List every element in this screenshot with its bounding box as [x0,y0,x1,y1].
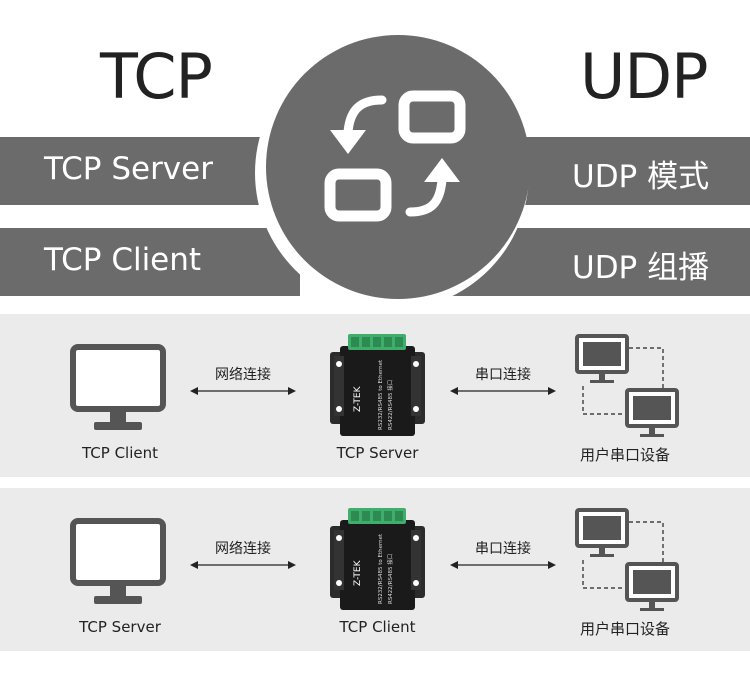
udp-title: UDP [580,40,709,113]
device-mode-label: TCP Server [336,444,419,462]
hero-section: TCP UDP TCP Server TCP Client UDP 模式 UDP… [0,0,750,310]
serial-connection: 串口连接 [448,364,558,396]
topology-panel-1: 网络连接 Z-TEK RS232/RS485 to Ethernet RS422… [0,314,750,477]
left-endpoint-label: TCP Client [82,444,158,462]
device-brand-text: Z-TEK [353,385,363,412]
tcp-client-band: TCP Client [0,228,300,296]
device-text-line2: RS422/RS485 接口 [386,380,394,430]
network-connection: 网络连接 [188,364,298,396]
device-mode-label: TCP Client [339,618,416,636]
device-text-line1: RS232/RS485 to Ethernet [378,533,384,604]
serial-devices-icon [575,508,679,611]
right-endpoint-label: 用户串口设备 [579,620,670,638]
serial-server-device-icon: Z-TEK RS232/RS485 to Ethernet RS422/RS48… [330,508,425,610]
swap-arrows-icon [324,90,466,222]
device-text-line1: RS232/RS485 to Ethernet [378,359,384,430]
device-text-line2: RS422/RS485 接口 [386,554,394,604]
double-arrow-icon [190,387,296,395]
topology-panel-2: 网络连接 Z-TEK RS232/RS485 to Ethernet RS422… [0,488,750,651]
network-connection-label: 网络连接 [215,541,271,557]
tcp-server-label: TCP Server [44,151,213,187]
center-circle [266,35,530,299]
tcp-server-band: TCP Server [0,137,300,205]
network-connection: 网络连接 [188,538,298,570]
serial-connection: 串口连接 [448,538,558,570]
monitor-icon [70,344,166,430]
left-endpoint-label: TCP Server [79,618,161,636]
udp-multicast-label: UDP 组播 [572,250,710,286]
device-brand-text: Z-TEK [353,559,363,586]
right-endpoint-label: 用户串口设备 [579,446,670,464]
serial-server-device-icon: Z-TEK RS232/RS485 to Ethernet RS422/RS48… [330,334,425,436]
network-connection-label: 网络连接 [215,367,271,383]
udp-mode-label: UDP 模式 [572,159,710,195]
double-arrow-icon [450,387,556,395]
double-arrow-icon [190,561,296,569]
serial-connection-label: 串口连接 [475,541,531,557]
double-arrow-icon [450,561,556,569]
tcp-client-label: TCP Client [44,242,202,278]
tcp-title: TCP [100,40,213,113]
serial-devices-icon [575,334,679,437]
serial-connection-label: 串口连接 [475,367,531,383]
monitor-icon [70,518,166,604]
